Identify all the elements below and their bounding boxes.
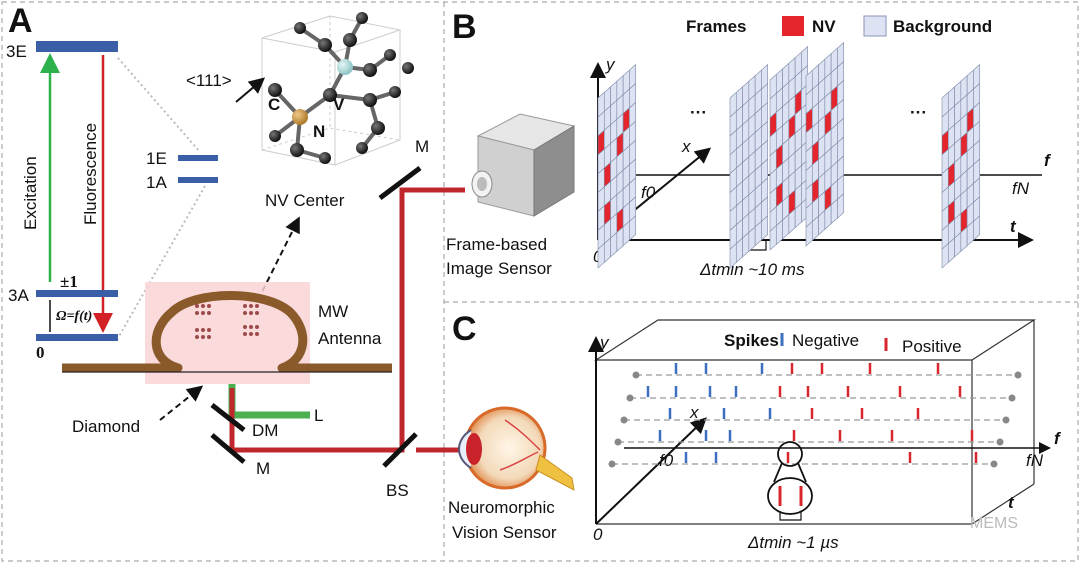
legend-background-swatch	[863, 15, 887, 37]
c-f-axis-label: f	[1054, 429, 1062, 448]
panel-label-c: C	[452, 310, 477, 348]
mirror-bottom-label: M	[256, 459, 270, 478]
omega-label: Ω=f(t)	[56, 309, 92, 324]
level-1a-label: 1A	[146, 173, 167, 192]
b-y-axis-label: y	[605, 55, 616, 74]
legend-negative-label: Negative	[792, 331, 859, 350]
level-3a-label: 3A	[8, 286, 29, 305]
diamond-pointer-arrow	[159, 385, 204, 421]
spike-train	[608, 452, 998, 468]
frame-based-camera: Frame-based Image Sensor	[446, 113, 576, 278]
nv-center-label: NV Center	[265, 191, 345, 210]
neuro-sensor-label-1: Neuromorphic	[448, 498, 555, 517]
b-x-axis-label: x	[681, 137, 691, 156]
panel-c-legend: Spikes Negative Positive	[724, 331, 962, 356]
c-y-axis-label: y	[599, 333, 610, 352]
panel-c-axes	[588, 336, 1051, 525]
panel-label-b: B	[452, 8, 477, 46]
intersystem-crossing-line-1	[117, 57, 201, 153]
spike-trains	[608, 363, 1022, 468]
c-fN-label: fN	[1026, 451, 1044, 470]
l-label: L	[314, 406, 323, 425]
panel-c-box	[593, 319, 1037, 525]
c-f0-label: f0	[659, 451, 674, 470]
c-zoom-lens	[767, 441, 813, 515]
level-3a-plus-minus	[36, 290, 118, 297]
b-ellipsis-2: ···	[910, 103, 927, 122]
legend-spikes-label: Spikes	[724, 331, 779, 350]
legend-nv-label: NV	[812, 17, 836, 36]
b-f-axis-label: f	[1044, 151, 1052, 170]
c-delta-t-label: Δtmin ~1 µs	[747, 533, 839, 552]
mw-antenna-label-2: Antenna	[318, 329, 382, 348]
vacancy-atom	[337, 59, 353, 75]
nitrogen-atom	[292, 109, 308, 125]
c-x-axis-label: x	[689, 403, 699, 422]
frame	[597, 63, 636, 269]
diamond-label: Diamond	[72, 417, 140, 436]
level-1e-label: 1E	[146, 149, 167, 168]
frame	[941, 63, 980, 269]
level-1a	[178, 177, 218, 183]
legend-frames-label: Frames	[686, 17, 746, 36]
frames-group	[597, 41, 980, 269]
b-f0-label: f0	[641, 183, 656, 202]
beam-splitter	[382, 432, 418, 468]
dm-label: DM	[252, 421, 278, 440]
spike-train	[626, 386, 1016, 402]
frame-sensor-label-1: Frame-based	[446, 235, 547, 254]
zero-level-label: 0	[36, 343, 45, 362]
b-t-axis-label: t	[1010, 217, 1017, 236]
diamond-antenna-assembly: MW Antenna Diamond	[62, 282, 392, 436]
fluorescence-label: Fluorescence	[81, 123, 100, 225]
watermark-text: MEMS	[970, 515, 1018, 532]
mirror-bottom	[210, 433, 246, 464]
frame	[729, 63, 768, 269]
mirror-top	[378, 166, 422, 200]
b-fN-label: fN	[1012, 179, 1030, 198]
excitation-label: Excitation	[21, 156, 40, 230]
c-origin-label: 0	[593, 525, 603, 544]
frame	[769, 45, 808, 251]
mw-antenna-label-1: MW	[318, 302, 348, 321]
neuromorphic-eye: Neuromorphic Vision Sensor	[416, 406, 575, 542]
level-1e	[178, 155, 218, 161]
frame-sensor-label-2: Image Sensor	[446, 259, 552, 278]
b-delta-t-label: Δtmin ~10 ms	[699, 260, 805, 279]
mirror-top-label: M	[415, 137, 429, 156]
legend-nv-swatch	[782, 16, 804, 36]
level-3e-label: 3E	[6, 42, 27, 61]
b-ellipsis-1: ···	[690, 103, 707, 122]
atom-v-label: V	[333, 95, 345, 114]
legend-positive-label: Positive	[902, 337, 962, 356]
direction-111-label: <111>	[186, 71, 232, 90]
level-3e	[36, 41, 118, 52]
atom-n-label: N	[313, 122, 325, 141]
legend-background-label: Background	[893, 17, 992, 36]
mw-antenna-loop	[62, 291, 392, 373]
optical-path: M DM L M BS	[210, 137, 465, 500]
energy-level-diagram: 3E Excitation Fluorescence 3A ±1 Ω=f(t) …	[6, 41, 218, 362]
spike-train	[620, 408, 1010, 424]
level-3a-zero	[36, 334, 118, 341]
c-t-axis-label: t	[1008, 493, 1015, 512]
bs-label: BS	[386, 481, 409, 500]
plus-minus-one-label: ±1	[60, 272, 78, 291]
direction-arrow	[235, 77, 266, 103]
spike-train	[614, 430, 1004, 446]
dichroic-mirror	[210, 403, 246, 432]
panel-b-legend: Frames NV Background	[686, 15, 992, 37]
spike-train	[632, 363, 1022, 379]
nv-crystal-structure: C V N <111> NV Center	[186, 12, 414, 210]
frame	[805, 41, 844, 247]
atom-c-label: C	[268, 95, 280, 114]
intersystem-crossing-line-2	[117, 185, 206, 339]
panel-label-a: A	[8, 2, 33, 40]
neuro-sensor-label-2: Vision Sensor	[452, 523, 557, 542]
